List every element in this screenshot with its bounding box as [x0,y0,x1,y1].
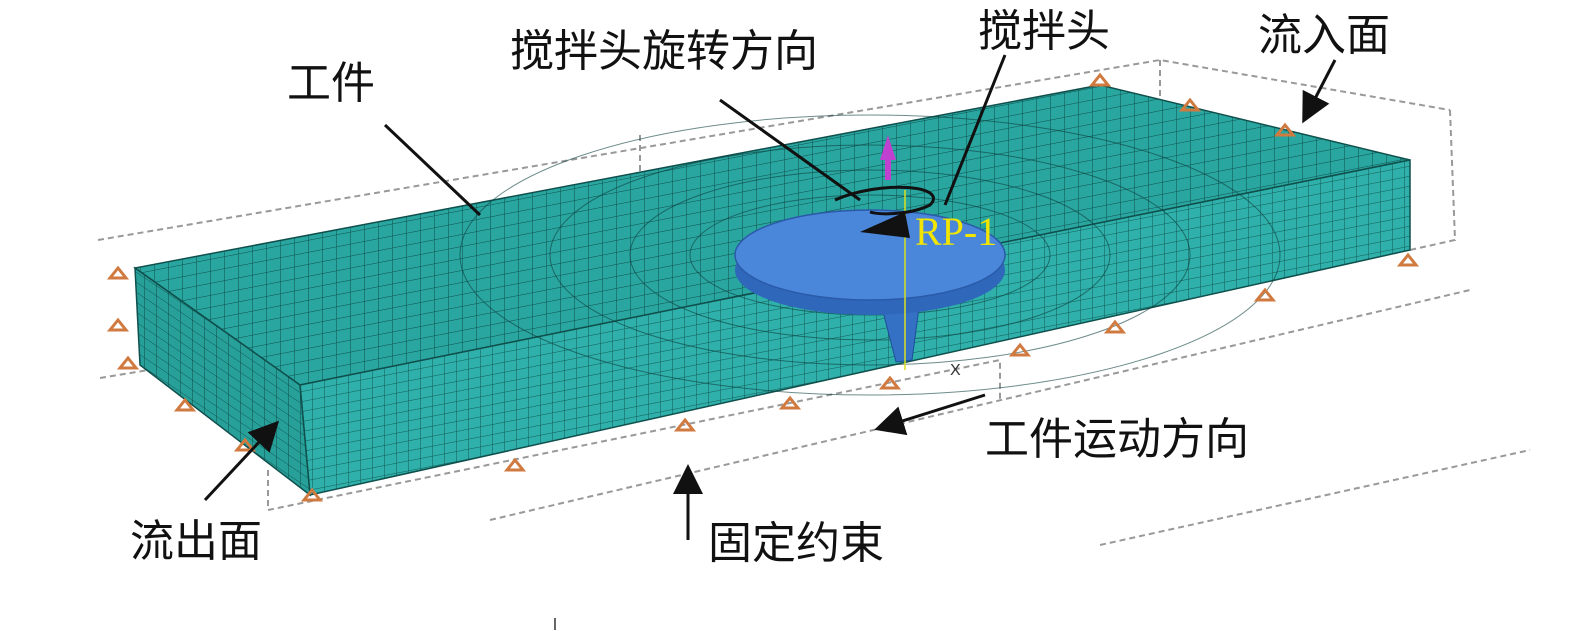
label-reference-point: RP-1 [915,209,998,254]
label-workpiece: 工件 [287,58,375,109]
rotation-arrow-icon [834,185,935,216]
rotation-arrowhead-icon [860,212,910,238]
leader-lines [203,54,1337,540]
label-tool-rotation-direction: 搅拌头旋转方向 [510,26,818,77]
stirring-tool [734,190,1006,370]
reference-point-arrow [880,135,896,180]
label-inflow-face: 流入面 [1258,10,1390,61]
fixed-constraint-markers [106,72,1420,502]
label-fixed-constraint: 固定约束 [708,518,884,569]
label-workpiece-motion-direction: 工件运动方向 [985,414,1249,465]
axis-x-label: X [950,362,961,379]
label-outflow-face: 流出面 [130,516,262,567]
label-tool: 搅拌头 [978,6,1110,57]
